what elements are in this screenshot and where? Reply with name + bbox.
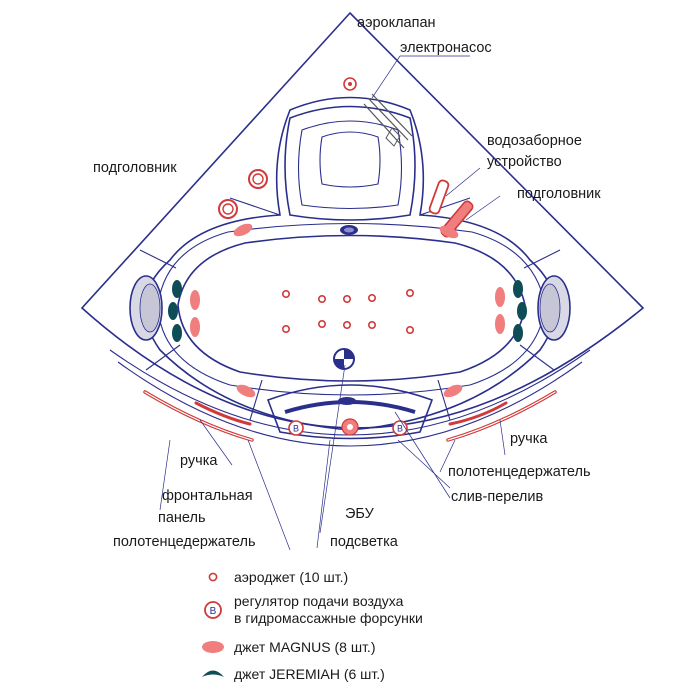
label-handle-right: ручка (510, 431, 548, 447)
label-drain-overflow: слив-перелив (451, 489, 543, 505)
label-water-intake-1: водозаборное (487, 133, 582, 149)
jeremiah-jet-icon (168, 302, 178, 320)
magnus-jet-icon (439, 225, 459, 239)
basin-step (157, 222, 546, 396)
label-handle-left: ручка (180, 453, 218, 469)
jeremiah-jet-icon (517, 302, 527, 320)
magnus-jets (190, 223, 505, 398)
legend-air-regulator-text-1: регулятор подачи воздуха (234, 593, 404, 609)
legend-item-air-regulator: B регулятор подачи воздуха в гидромассаж… (204, 593, 423, 626)
legend-item-aerojet: аэроджет (10 шт.) (208, 569, 348, 585)
towel-holder-left (194, 401, 252, 426)
front-skirt-line-2 (117, 361, 583, 447)
regulator-letter: B (210, 606, 217, 617)
label-front-panel-2: панель (158, 510, 206, 526)
aerojet-icon (405, 288, 414, 297)
air-valve-core (348, 82, 352, 86)
jeremiah-jets (168, 280, 527, 342)
aerojet-icon (367, 320, 376, 329)
label-towel-holder-left: полотенцедержатель (113, 534, 256, 550)
basin-bottom (177, 234, 526, 382)
aerojets (281, 288, 414, 334)
aerojet-icon (208, 572, 218, 582)
magnus-jet-icon (233, 223, 253, 237)
label-air-valve: аэроклапан (357, 15, 436, 31)
air-regulator-left: B (288, 420, 304, 436)
magnus-jet-icon (190, 290, 200, 310)
pump-icon (363, 93, 413, 149)
aerojet-icon (342, 320, 351, 329)
aerojet-icon (367, 293, 376, 302)
front-right-partition (437, 379, 451, 421)
leader-lines (159, 55, 506, 551)
magnus-jet-icon (236, 384, 256, 398)
aerojet-icon (405, 325, 414, 334)
label-pump: электронасос (400, 40, 492, 56)
right-headrest-cushion (537, 275, 571, 341)
regulator-letter: B (293, 424, 299, 434)
right-partition (523, 249, 561, 269)
label-towel-holder-right: полотенцедержатель (448, 464, 591, 480)
regulator-letter: B (397, 424, 403, 434)
front-aerojet-cluster-icon (341, 418, 359, 436)
front-seat (266, 384, 434, 440)
left-headrest-cushion (129, 275, 163, 341)
right-partition-2 (519, 344, 555, 371)
front-left-partition (249, 379, 263, 421)
magnus-jet-icon (202, 641, 224, 653)
left-partition (139, 249, 177, 269)
label-lighting: подсветка (330, 534, 399, 550)
legend: аэроджет (10 шт.) B регулятор подачи воз… (202, 569, 423, 682)
label-front-panel-1: фронтальная (162, 488, 253, 504)
jeremiah-jet-icon (202, 670, 224, 677)
head-seat-cushion (319, 131, 381, 188)
head-seat-inner (297, 120, 403, 210)
label-water-intake-2: устройство (487, 154, 562, 170)
callout-labels: аэроклапан электронасос водозаборное уст… (93, 15, 601, 550)
legend-jeremiah-text: джет JEREMIAH (6 шт.) (234, 666, 385, 682)
jeremiah-jet-icon (172, 324, 182, 342)
drain-icon-inner (344, 227, 354, 233)
left-partition-2 (145, 344, 181, 371)
magnus-jet-icon (443, 384, 463, 398)
legend-item-magnus: джет MAGNUS (8 шт.) (202, 639, 375, 655)
magnus-jet-icon (190, 317, 200, 337)
jeremiah-jet-icon (513, 280, 523, 298)
handle-right-inner (447, 391, 556, 441)
aerojet-icon (281, 289, 290, 298)
magnus-jet-icon (495, 314, 505, 334)
legend-magnus-text: джет MAGNUS (8 шт.) (234, 639, 375, 655)
tub-inner-rim (143, 96, 557, 431)
aerojet-icon (342, 294, 351, 303)
handle-left-inner (144, 391, 253, 441)
aerojet-icon (281, 324, 290, 333)
head-seat-outer (284, 105, 416, 221)
magnus-jet-icon (495, 287, 505, 307)
head-left-partition (229, 197, 281, 216)
lighting-icon (338, 397, 356, 405)
label-headrest-left: подголовник (93, 160, 177, 176)
label-ecu: ЭБУ (345, 506, 375, 522)
legend-aerojet-text: аэроджет (10 шт.) (234, 569, 348, 585)
head-right-partition (419, 197, 471, 216)
aerojet-icon (317, 294, 326, 303)
legend-air-regulator-text-2: в гидромассажные форсунки (234, 610, 423, 626)
jeremiah-jet-icon (172, 280, 182, 298)
air-regulator-right: B (392, 420, 408, 436)
label-headrest-right: подголовник (517, 186, 601, 202)
bathtub-shell (80, 11, 645, 447)
air-regulator-icon (204, 601, 222, 619)
ecu-control-icon (333, 348, 355, 370)
jeremiah-jet-icon (513, 324, 523, 342)
legend-item-jeremiah: джет JEREMIAH (6 шт.) (202, 666, 385, 682)
aerojet-icon (317, 319, 326, 328)
towel-holder-right (448, 401, 508, 426)
left-headrest-rings (218, 169, 268, 219)
